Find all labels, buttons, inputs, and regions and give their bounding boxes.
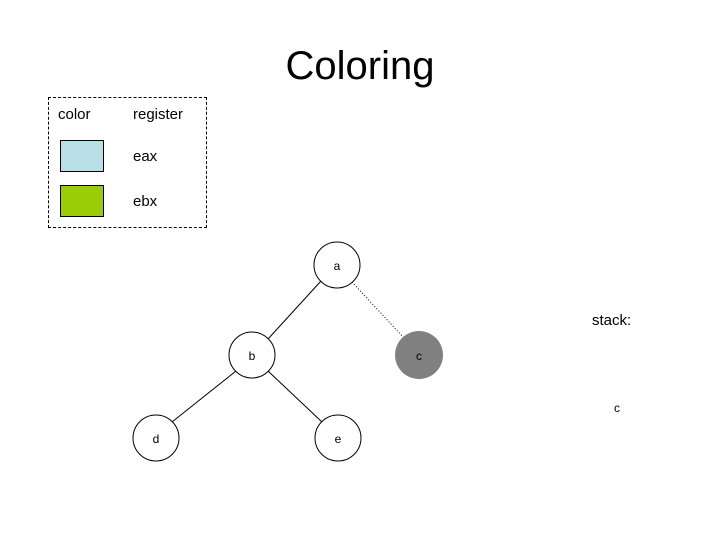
color-register-legend: color register eax ebx [48,97,207,228]
graph-edge-a-c [351,281,405,339]
legend-register-eax: eax [133,148,158,165]
page-title: Coloring [285,44,435,88]
graph-edge-b-d [171,370,237,423]
legend-header-register: register [133,106,184,123]
legend-register-ebx: ebx [133,193,158,210]
graph-node-c[interactable]: c [395,331,443,379]
legend-header-color: color [58,106,91,123]
graph-edge-b-e [267,370,323,423]
stack-label: stack: [592,312,632,329]
color-swatch-eax [60,140,104,172]
graph-node-e[interactable]: e [314,414,362,462]
graph-node-layer: a b c d e [132,241,443,462]
graph-edge-layer [171,280,405,423]
graph-node-b-label: b [249,349,256,363]
graph-node-d[interactable]: d [132,414,180,462]
color-swatch-ebx [60,185,104,217]
graph-node-a[interactable]: a [313,241,361,289]
graph-node-a-label: a [334,259,341,273]
graph-edge-a-b [267,280,322,340]
graph-node-d-label: d [153,432,160,446]
graph-node-e-label: e [335,432,342,446]
graph-node-c-label: c [416,349,422,363]
graph-node-b[interactable]: b [228,331,276,379]
stack-entry: c [614,401,620,415]
